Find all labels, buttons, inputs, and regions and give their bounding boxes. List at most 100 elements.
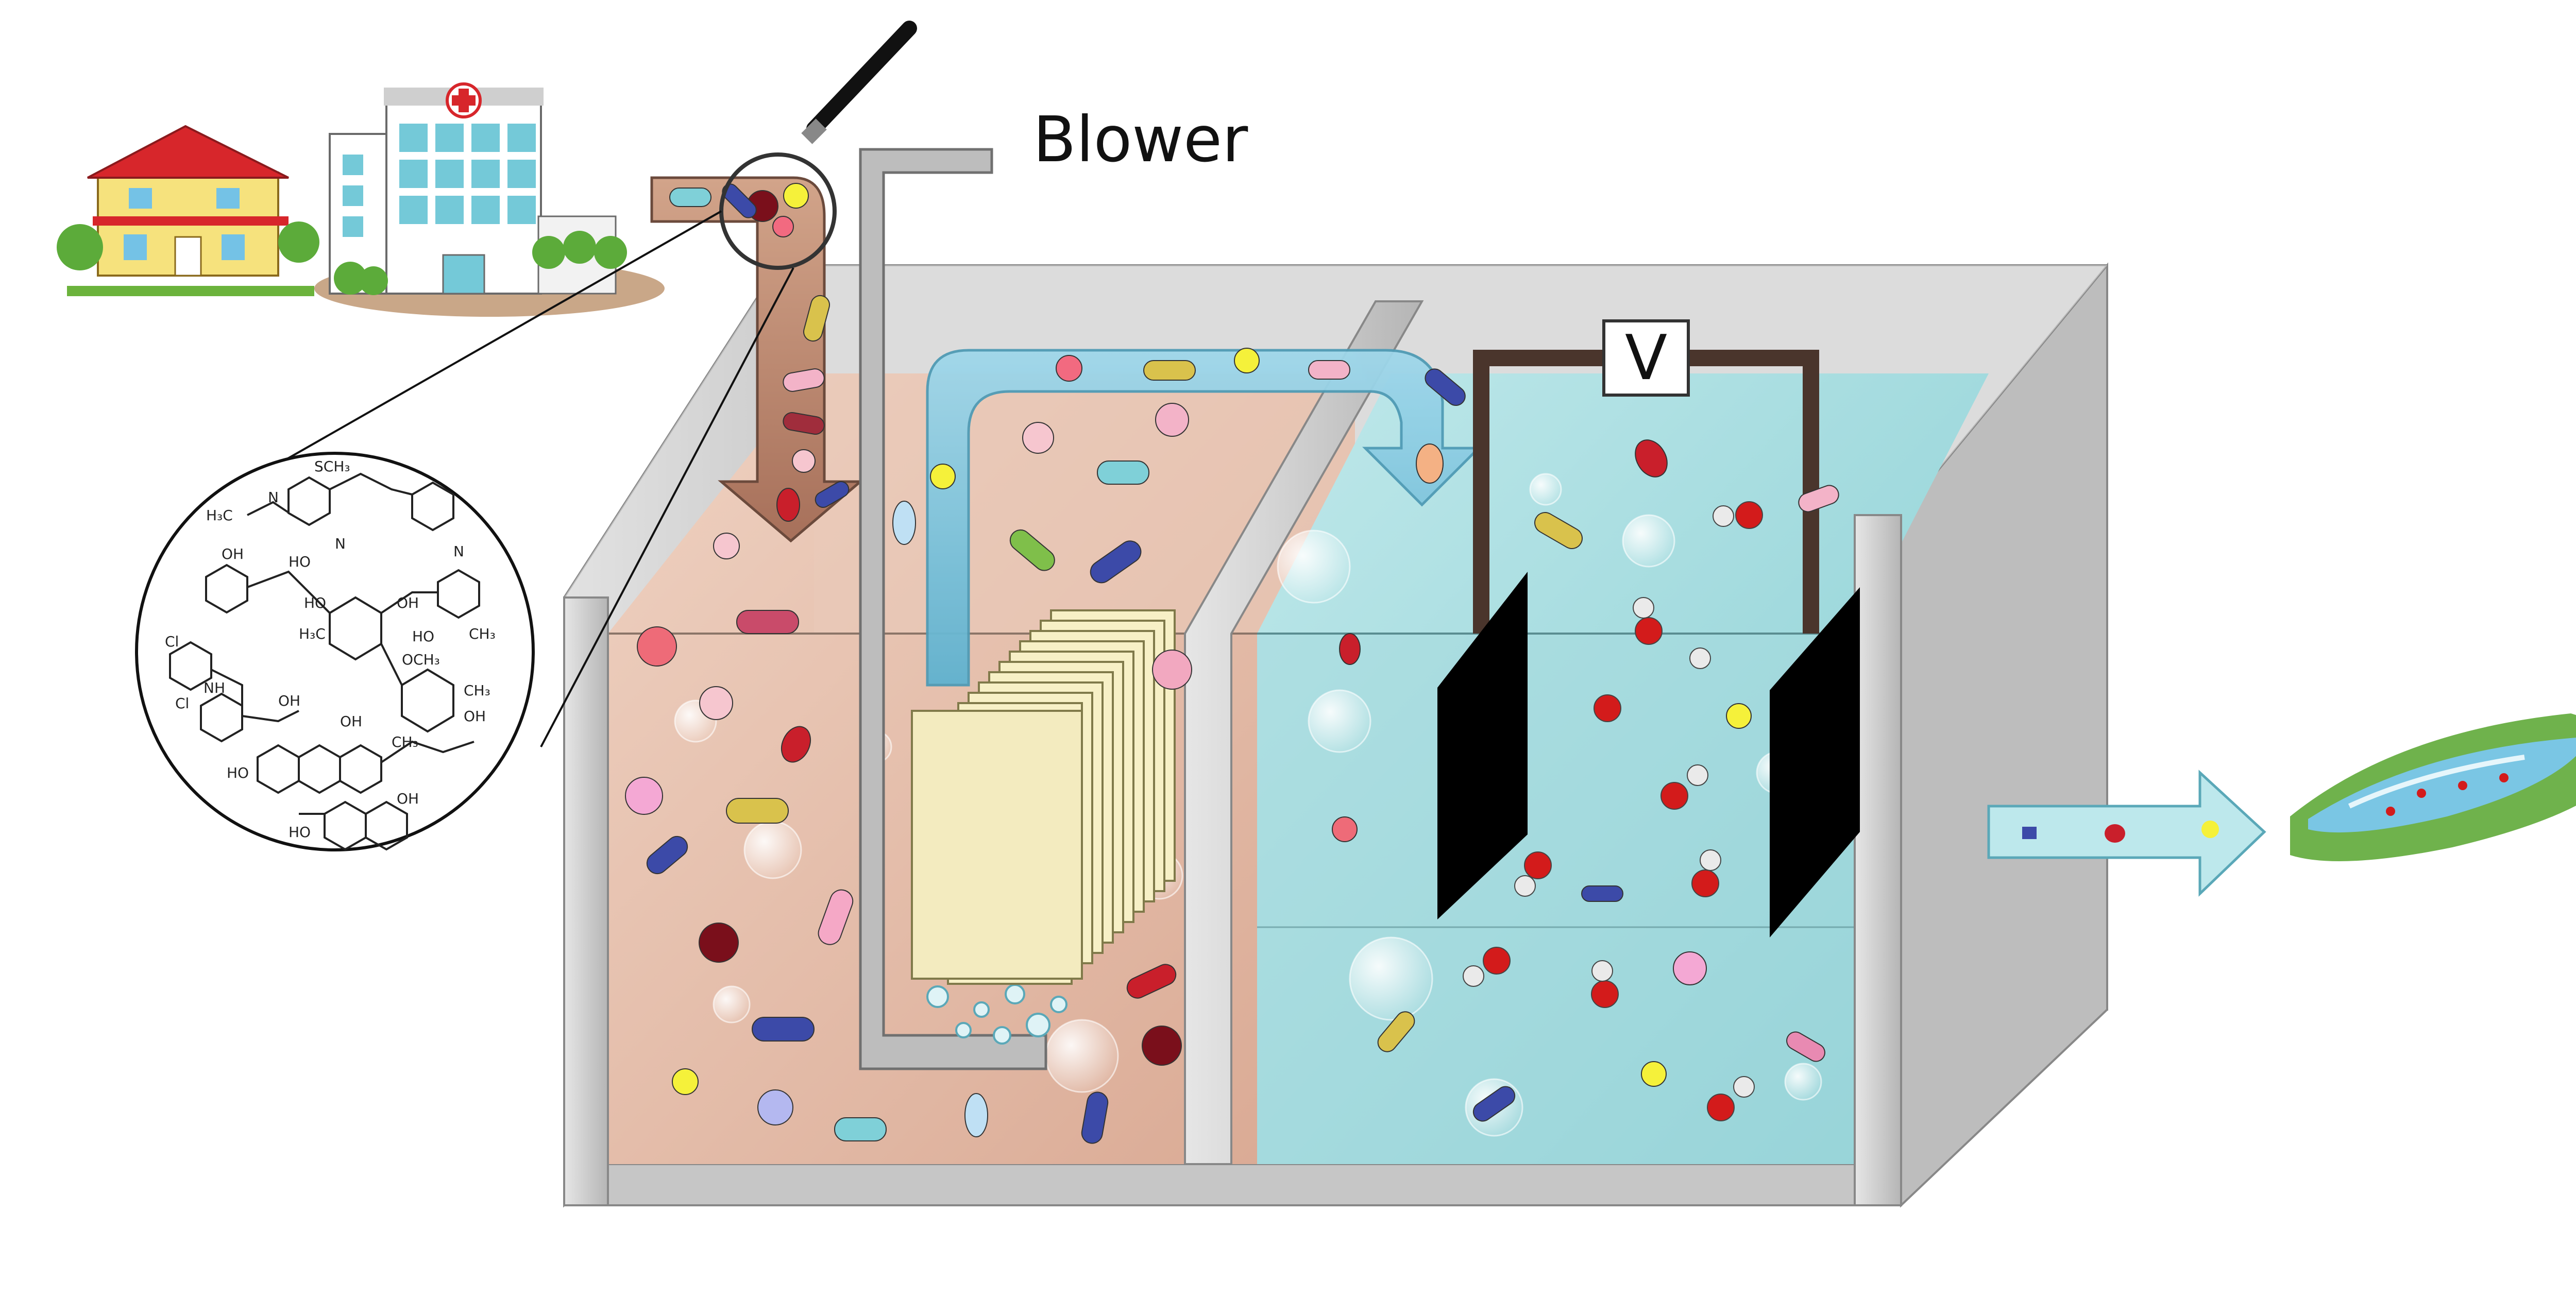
divider-wall <box>1184 300 1424 1165</box>
pill-icon <box>1332 816 1358 842</box>
water-molecule-icon <box>1713 501 1763 529</box>
pill-icon <box>757 1089 793 1125</box>
svg-text:HO: HO <box>412 628 434 645</box>
pill-icon <box>783 183 809 209</box>
water-molecule-icon <box>1691 849 1721 897</box>
inset-connector-lines <box>283 210 794 747</box>
pill-icon <box>1097 460 1149 485</box>
pill-icon <box>803 295 830 342</box>
pill-icon <box>1009 529 1055 571</box>
pill-icon <box>1090 540 1142 584</box>
pill-icon <box>699 686 733 720</box>
pill-icon <box>1022 422 1054 454</box>
pill-icon <box>672 1068 699 1095</box>
svg-text:N: N <box>453 543 464 560</box>
svg-text:HO: HO <box>227 764 249 781</box>
svg-text:CH₃: CH₃ <box>464 682 490 699</box>
blower-pipe <box>859 148 1067 1070</box>
pill-icon <box>699 923 739 963</box>
pill-icon <box>815 481 850 508</box>
pill-icon <box>1416 443 1444 484</box>
pill-icon <box>1635 439 1668 477</box>
svg-text:HO: HO <box>289 824 311 841</box>
pill-icon <box>736 610 799 634</box>
pill-icon <box>669 187 711 207</box>
svg-text:NH: NH <box>204 679 225 696</box>
electrode-plate <box>1770 587 1860 937</box>
svg-text:SCH₃: SCH₃ <box>314 458 350 475</box>
house-icon <box>57 125 319 296</box>
pill-icon <box>1142 1026 1182 1066</box>
pill-icon <box>1581 885 1623 902</box>
svg-text:OCH₃: OCH₃ <box>402 651 440 668</box>
pill-icon <box>646 835 688 875</box>
svg-text:N: N <box>268 489 279 506</box>
pill-icon <box>783 368 825 392</box>
pill-icon <box>1377 1011 1415 1052</box>
svg-text:Cl: Cl <box>175 695 189 712</box>
electrode-plate <box>1437 572 1528 919</box>
pill-icon <box>1056 355 1082 382</box>
svg-text:OH: OH <box>340 713 362 730</box>
water-molecule-icon <box>1463 947 1511 987</box>
svg-text:HO: HO <box>304 594 326 611</box>
svg-text:N: N <box>335 535 346 552</box>
pill-icon <box>783 412 825 435</box>
svg-text:OH: OH <box>397 594 419 611</box>
water-molecule-icon <box>1591 960 1619 1008</box>
pill-icon <box>1673 951 1707 985</box>
pill-icon <box>892 501 916 545</box>
pill-icon <box>964 1093 988 1137</box>
pill-icon <box>1143 360 1196 381</box>
svg-text:H₃C: H₃C <box>206 507 233 524</box>
pill-icon <box>752 1017 815 1042</box>
pill-icon <box>930 464 956 489</box>
water-molecule-icon <box>1660 764 1708 810</box>
pill-icon <box>1534 512 1583 549</box>
pill-icon <box>1641 1061 1667 1087</box>
pill-icon <box>1234 348 1260 373</box>
water-molecule-icon <box>1594 647 1711 722</box>
pill-icon <box>1152 650 1192 690</box>
svg-text:OH: OH <box>397 790 419 807</box>
pill-icon <box>792 449 816 473</box>
voltage-source-label: V <box>1602 319 1690 397</box>
svg-text:OH: OH <box>278 692 300 709</box>
svg-text:OH: OH <box>464 708 486 725</box>
pill-icon <box>1472 1086 1516 1122</box>
svg-text:CH₃: CH₃ <box>392 733 418 750</box>
membrane-module <box>911 609 1176 985</box>
pill-icon <box>1308 360 1350 380</box>
svg-text:CH₃: CH₃ <box>469 625 496 642</box>
water-molecule-icon <box>1707 1076 1755 1121</box>
blower-label: Blower <box>1033 103 1248 176</box>
water-molecule-icon <box>1633 597 1663 645</box>
pill-icon <box>834 1117 887 1141</box>
pill-icon <box>1155 403 1189 437</box>
outflow-arrow <box>1987 770 2266 897</box>
pill-icon <box>1798 485 1839 513</box>
pill-icon <box>1339 633 1361 665</box>
pill-icon <box>1425 368 1466 406</box>
pill-icon <box>772 216 794 237</box>
pill-icon <box>1726 703 1752 729</box>
pill-icon <box>726 798 789 824</box>
river-icon <box>2290 713 2576 861</box>
water-molecules <box>1463 501 1763 1121</box>
pill-icon <box>637 626 677 667</box>
pill-icon <box>1786 1031 1825 1062</box>
pill-icon <box>818 889 854 945</box>
svg-text:Cl: Cl <box>165 633 179 650</box>
pill-icon <box>1081 1091 1109 1144</box>
pill-icon <box>781 726 811 763</box>
pill-icon <box>625 777 663 815</box>
hospital-icon <box>314 82 665 317</box>
pill-icon <box>722 183 757 218</box>
pill-icon <box>1126 964 1177 999</box>
svg-text:OH: OH <box>222 545 244 562</box>
water-molecule-icon <box>1514 851 1552 897</box>
pollutant-particles <box>625 183 1839 1144</box>
pill-icon <box>776 488 800 522</box>
